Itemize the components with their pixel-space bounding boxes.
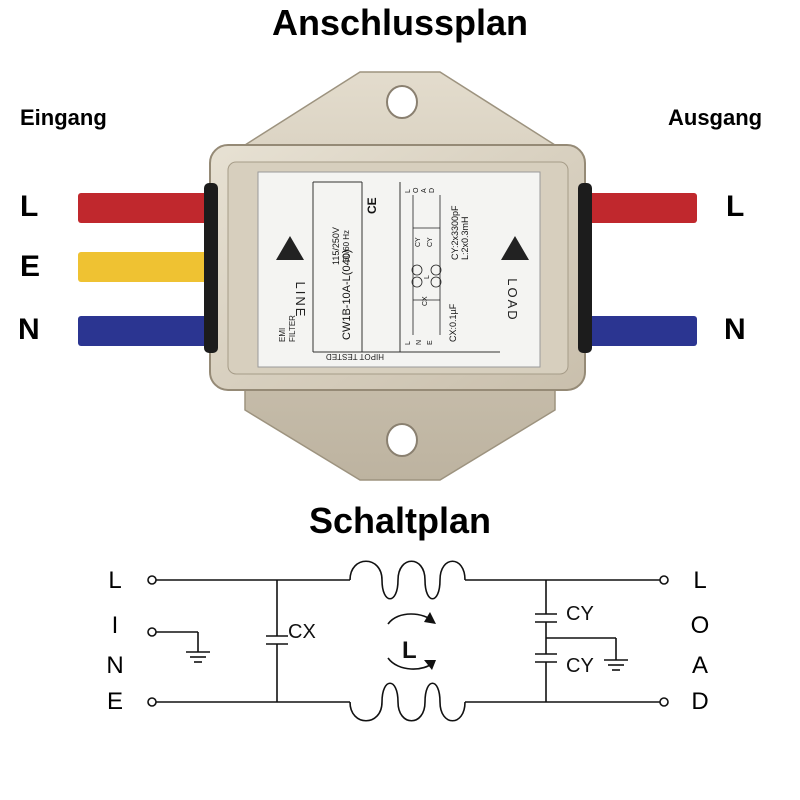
arrow-icon-top [424, 612, 436, 624]
svg-text:50/60 Hz: 50/60 Hz [342, 230, 351, 262]
svg-text:CY: CY [427, 237, 434, 247]
terminal-line-e [147, 697, 157, 707]
svg-text:HIPOT TESTED: HIPOT TESTED [326, 352, 384, 361]
input-wire-e [78, 252, 218, 282]
terminal-load-l [659, 575, 669, 585]
input-grommet [204, 183, 218, 353]
svg-text:LINE: LINE [293, 282, 308, 319]
ce-mark: CE [365, 197, 379, 214]
title-anschlussplan: Anschlussplan [271, 2, 529, 43]
svg-text:L:2x0.3mH: L:2x0.3mH [460, 216, 470, 260]
input-wire-letter-e: E [20, 250, 41, 283]
schematic-line-letter-l: L [108, 567, 122, 594]
output-wire-n [582, 316, 697, 346]
schematic-line-letter-e: E [106, 688, 123, 715]
mounting-hole-top [386, 85, 418, 119]
terminal-load-d [659, 697, 669, 707]
svg-text:EMI: EMI [278, 328, 287, 342]
schematic-load-letter-l: L [693, 567, 707, 594]
device-label [257, 171, 541, 368]
svg-text:FILTER: FILTER [288, 315, 297, 342]
svg-text:O: O [413, 187, 420, 193]
svg-text:115/250V: 115/250V [331, 227, 341, 265]
input-wire-letter-n: N [18, 313, 40, 346]
schematic-load-letter-d: D [691, 688, 709, 715]
output-wire-letter-n: N [724, 313, 746, 346]
schematic-load-letter-o: O [690, 612, 710, 639]
label-cy-bottom: CY [566, 655, 594, 677]
terminal-line-n [147, 627, 157, 637]
load-arrow-icon [501, 236, 529, 260]
svg-text:L: L [405, 189, 412, 193]
title-schaltplan: Schaltplan [308, 500, 492, 541]
circuit-schematic: CX CY CY L [147, 560, 669, 722]
schematic-load-letter-a: A [691, 652, 708, 679]
line-arrow-icon [276, 236, 304, 260]
svg-text:CY:2x3300pF: CY:2x3300pF [450, 205, 460, 260]
output-wire-letter-l: L [726, 190, 745, 223]
svg-text:LOAD: LOAD [505, 278, 520, 321]
label-cy-top: CY [566, 603, 594, 625]
svg-text:D: D [429, 188, 436, 193]
label-cx: CX [288, 621, 316, 643]
schematic-line-letter-i: I [111, 612, 119, 639]
svg-text:A: A [421, 188, 428, 193]
terminal-line-l [147, 575, 157, 585]
input-wire-l [78, 193, 218, 223]
arrow-icon-bottom [424, 660, 436, 670]
mini-schematic [411, 195, 442, 335]
inductor-bottom [349, 682, 466, 722]
input-label: Eingang [20, 105, 107, 130]
svg-text:CX:0.1µF: CX:0.1µF [448, 303, 458, 342]
output-label: Ausgang [668, 105, 763, 130]
svg-text:L: L [405, 341, 412, 345]
svg-text:CW1B-10A-L(040): CW1B-10A-L(040) [341, 250, 353, 340]
output-grommet [578, 183, 592, 353]
svg-text:L: L [424, 275, 431, 279]
schematic-line-letter-n: N [106, 652, 124, 679]
svg-text:E: E [427, 340, 434, 345]
svg-text:CX: CX [422, 296, 429, 306]
emi-filter-device: LINE LOAD EMI FILTER HIPOT TESTED CW1B-1… [204, 71, 592, 481]
output-wire-l [582, 193, 697, 223]
mounting-hole-bottom [386, 423, 418, 457]
input-wire-n [78, 316, 218, 346]
label-inductor: L [402, 637, 417, 664]
inductor-top [349, 560, 466, 600]
input-wire-letter-l: L [20, 190, 39, 223]
svg-text:CY: CY [415, 237, 422, 247]
svg-text:N: N [416, 340, 423, 345]
